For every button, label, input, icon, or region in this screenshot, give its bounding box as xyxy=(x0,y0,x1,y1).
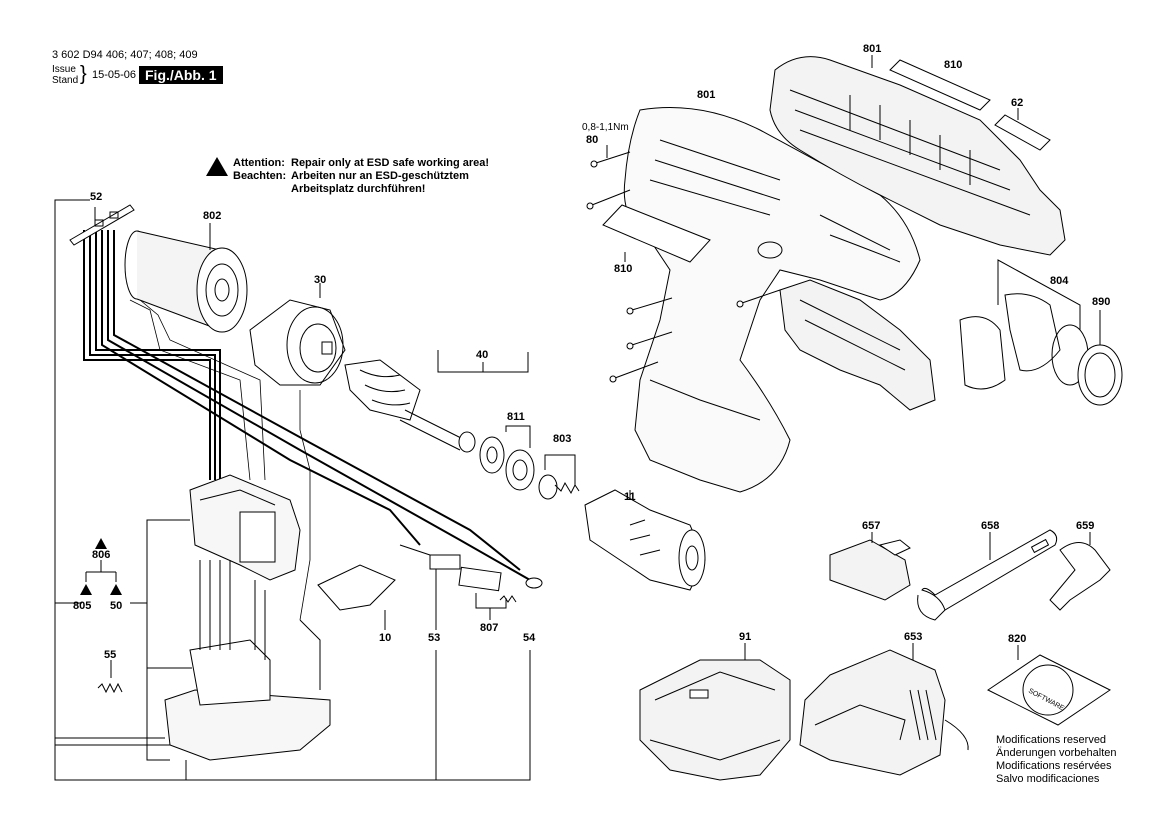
label-802: 802 xyxy=(203,210,221,222)
charger-653 xyxy=(799,643,969,776)
label-11: 11 xyxy=(624,491,636,503)
label-806: 806 xyxy=(92,549,110,561)
motor-802 xyxy=(124,223,248,333)
label-803: 803 xyxy=(553,433,571,445)
warning-label-de: Beachten: xyxy=(233,170,287,182)
label-820: 820 xyxy=(1008,633,1026,645)
switch-module-50 xyxy=(164,474,331,761)
connector-strip-52 xyxy=(69,204,135,246)
torque-note: 0,8-1,1Nm xyxy=(582,122,629,133)
label-804: 804 xyxy=(1050,275,1069,287)
spacer-rings-811 xyxy=(479,425,535,491)
modifications-notice: Modifications reserved Änderungen vorbeh… xyxy=(996,734,1116,786)
label-653: 653 xyxy=(904,631,922,643)
label-659: 659 xyxy=(1076,520,1094,532)
modification-line-de: Änderungen vorbehalten xyxy=(996,747,1117,759)
clutch-shaft-40 xyxy=(344,350,529,453)
ring-set-804-890 xyxy=(959,259,1123,406)
triangle-806-icon xyxy=(95,538,107,549)
label-50: 50 xyxy=(110,600,122,612)
label-54: 54 xyxy=(523,632,536,644)
label-55: 55 xyxy=(104,649,116,661)
chuck-11 xyxy=(584,489,706,591)
doc-number: 3 602 D94 406; 407; 408; 409 xyxy=(52,49,198,61)
modification-line-en: Modifications reserved xyxy=(996,734,1107,746)
brace-glyph: } xyxy=(80,63,87,85)
label-657: 657 xyxy=(862,520,880,532)
label-805: 805 xyxy=(73,600,91,612)
parts-807 xyxy=(458,566,517,620)
trigger-housing-lower xyxy=(779,279,936,411)
label-91: 91 xyxy=(739,631,751,643)
label-810-back: 810 xyxy=(944,59,962,71)
label-810-front: 810 xyxy=(614,263,632,275)
label-890: 890 xyxy=(1092,296,1110,308)
triangle-50-icon xyxy=(110,584,122,595)
label-plate-810-back xyxy=(889,59,991,111)
label-811: 811 xyxy=(507,411,525,423)
modification-line-es: Salvo modificaciones xyxy=(996,773,1100,785)
left-bracket-lines xyxy=(54,199,531,781)
label-40: 40 xyxy=(476,349,488,361)
label-80: 80 xyxy=(586,134,598,146)
screws-80 xyxy=(586,145,781,383)
label-801-front: 801 xyxy=(697,89,715,101)
wiring-thin xyxy=(129,299,311,621)
spring-55 xyxy=(97,660,123,694)
clip-62 xyxy=(994,108,1051,151)
label-53: 53 xyxy=(428,632,440,644)
label-10: 10 xyxy=(379,632,391,644)
issue-label: Issue xyxy=(52,64,76,75)
label-807: 807 xyxy=(480,622,498,634)
label-62: 62 xyxy=(1011,97,1023,109)
modification-line-fr: Modifications resérvées xyxy=(996,760,1112,772)
connector-53 xyxy=(399,544,461,570)
label-plate-810-front xyxy=(602,204,711,263)
spring-set-803 xyxy=(538,454,580,500)
housing-half-801-back xyxy=(769,55,1066,256)
part-806-tree xyxy=(85,560,117,582)
issue-date: 15-05-06 xyxy=(92,69,137,81)
warning-triangle-icon xyxy=(206,157,228,176)
wiring-harness xyxy=(83,230,531,581)
warning-text-de-1: Arbeiten nur an ESD-geschütztem xyxy=(291,170,469,182)
stand-label: Stand xyxy=(52,75,79,86)
wrench-658 xyxy=(917,529,1058,621)
warning-text-en: Repair only at ESD safe working area! xyxy=(291,157,490,169)
label-658: 658 xyxy=(981,520,999,532)
triangle-805-icon xyxy=(80,584,92,595)
figure-badge: Fig./Abb. 1 xyxy=(139,66,223,84)
button-pad-10 xyxy=(317,564,396,630)
label-801-back: 801 xyxy=(863,43,881,55)
label-52: 52 xyxy=(90,191,102,203)
bit-657 xyxy=(829,532,911,601)
software-card-820 xyxy=(987,645,1111,726)
led xyxy=(525,577,543,589)
label-30: 30 xyxy=(314,274,326,286)
warning-text-de-2: Arbeitsplatz durchführen! xyxy=(291,183,426,195)
part-labels: 52 802 30 40 811 803 11 801 0,8-1,1Nm 80… xyxy=(73,43,1110,712)
battery-91 xyxy=(639,643,791,781)
clip-659 xyxy=(1049,532,1111,611)
gearbox-30 xyxy=(249,283,346,386)
warning-label-en: Attention: xyxy=(233,157,285,169)
